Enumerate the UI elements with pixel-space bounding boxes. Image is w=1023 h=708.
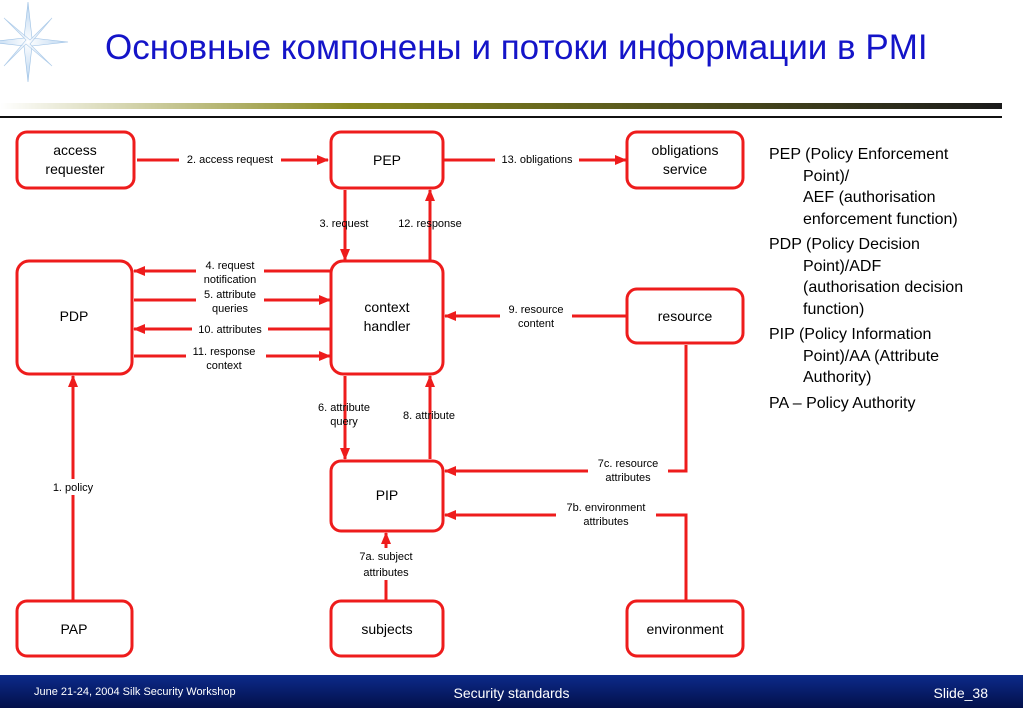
edge-label-resource-content-2: content	[518, 318, 554, 330]
legend-pa-line-1: PA – Policy Authority	[769, 394, 916, 412]
footer-topic: Security standards	[453, 685, 570, 701]
obligations-service-label-1: obligations	[652, 142, 719, 158]
edge-label-response-context-2: context	[206, 360, 241, 372]
edge-label-response-context-1: 11. response	[193, 346, 256, 358]
access-requester-label-2: requester	[45, 161, 104, 177]
pap-box	[15, 599, 134, 658]
pdp-box	[15, 259, 134, 376]
legend-pip-line-3: Authority)	[803, 369, 872, 386]
pmi-diagram: 2. access request 13. obligations 3. req…	[15, 130, 745, 658]
pep-box	[329, 130, 445, 190]
edge-label-subject-attributes-1: 7a. subject	[359, 551, 412, 563]
legend-pdp-line-2: Point)/ADF	[803, 257, 882, 275]
edge-label-request-notification-1: 4. request	[206, 260, 255, 272]
edge-label-attribute: 8. attribute	[403, 410, 455, 422]
legend-item-pep: PEP (Policy Enforcement Point)/ AEF (aut…	[769, 144, 1014, 230]
edge-labels: 2. access request 13. obligations 3. req…	[44, 152, 668, 580]
access-requester-box	[15, 130, 136, 190]
legend-pep-line-2: Point)/	[803, 167, 850, 185]
environment-label: environment	[646, 621, 723, 637]
resource-label: resource	[658, 308, 713, 324]
title-rule-thin	[0, 116, 1002, 118]
edge-label-attribute-queries-2: queries	[212, 303, 249, 315]
legend-pep-line-3: AEF (authorisation	[803, 189, 936, 206]
context-handler-label-2: handler	[364, 318, 411, 334]
pap-label: PAP	[61, 621, 88, 637]
footer-slide-number: Slide_38	[933, 685, 989, 701]
edge-label-response: 12. response	[398, 218, 462, 230]
edge-label-request: 3. request	[320, 218, 369, 230]
pdp-label: PDP	[60, 308, 89, 324]
edge-label-access-request: 2. access request	[187, 154, 273, 166]
box-labels: access requester PEP obligations service…	[45, 142, 723, 637]
edge-label-resource-attributes-2: attributes	[605, 472, 651, 484]
edge-label-environment-attributes-1: 7b. environment	[567, 502, 646, 514]
obligations-service-label-2: service	[663, 161, 708, 177]
context-handler-label-1: context	[364, 299, 409, 315]
pip-box	[329, 459, 445, 533]
star-decoration-icon	[0, 1, 69, 83]
edge-label-environment-attributes-2: attributes	[583, 516, 629, 528]
access-requester-label-1: access	[53, 142, 97, 158]
pip-label: PIP	[376, 487, 399, 503]
legend-pep-line-4: enforcement function)	[803, 210, 958, 228]
legend-item-pa: PA – Policy Authority	[769, 393, 1014, 415]
environment-box	[625, 599, 745, 658]
edge-label-subject-attributes-2: attributes	[363, 567, 409, 579]
edge-label-policy: 1. policy	[53, 482, 94, 494]
edge-label-obligations: 13. obligations	[502, 154, 573, 166]
edge-label-attributes: 10. attributes	[198, 324, 262, 336]
legend-pdp-line-1: PDP (Policy Decision	[769, 236, 920, 253]
context-handler-box	[329, 259, 445, 376]
edge-label-attribute-queries-1: 5. attribute	[204, 289, 256, 301]
subjects-box	[329, 599, 445, 658]
slide-title: Основные компонены и потоки информации в…	[105, 28, 928, 67]
legend: PEP (Policy Enforcement Point)/ AEF (aut…	[769, 144, 1014, 418]
footer-event: June 21-24, 2004 Silk Security Workshop	[34, 686, 236, 698]
edge-label-resource-content-1: 9. resource	[508, 304, 563, 316]
edge-label-resource-attributes-1: 7c. resource	[598, 458, 659, 470]
edge-label-attribute-query-2: query	[330, 416, 358, 428]
slide-footer: June 21-24, 2004 Silk Security Workshop …	[0, 675, 1023, 708]
legend-pep-line-1: PEP (Policy Enforcement	[769, 146, 949, 163]
title-underline	[0, 103, 1002, 109]
pep-label: PEP	[373, 152, 401, 168]
edge-label-attribute-query-1: 6. attribute	[318, 402, 370, 414]
edge-label-request-notification-2: notification	[204, 274, 257, 286]
legend-item-pip: PIP (Policy Information Point)/AA (Attri…	[769, 324, 1014, 389]
legend-pdp-line-4: function)	[803, 300, 865, 318]
legend-item-pdp: PDP (Policy Decision Point)/ADF (authori…	[769, 234, 1014, 320]
legend-pip-line-1: PIP (Policy Information	[769, 326, 932, 343]
resource-box	[625, 287, 745, 345]
legend-pip-line-2: Point)/AA (Attribute	[803, 347, 940, 365]
subjects-label: subjects	[361, 621, 412, 637]
obligations-service-box	[625, 130, 745, 190]
legend-pdp-line-3: (authorisation decision	[803, 279, 964, 296]
